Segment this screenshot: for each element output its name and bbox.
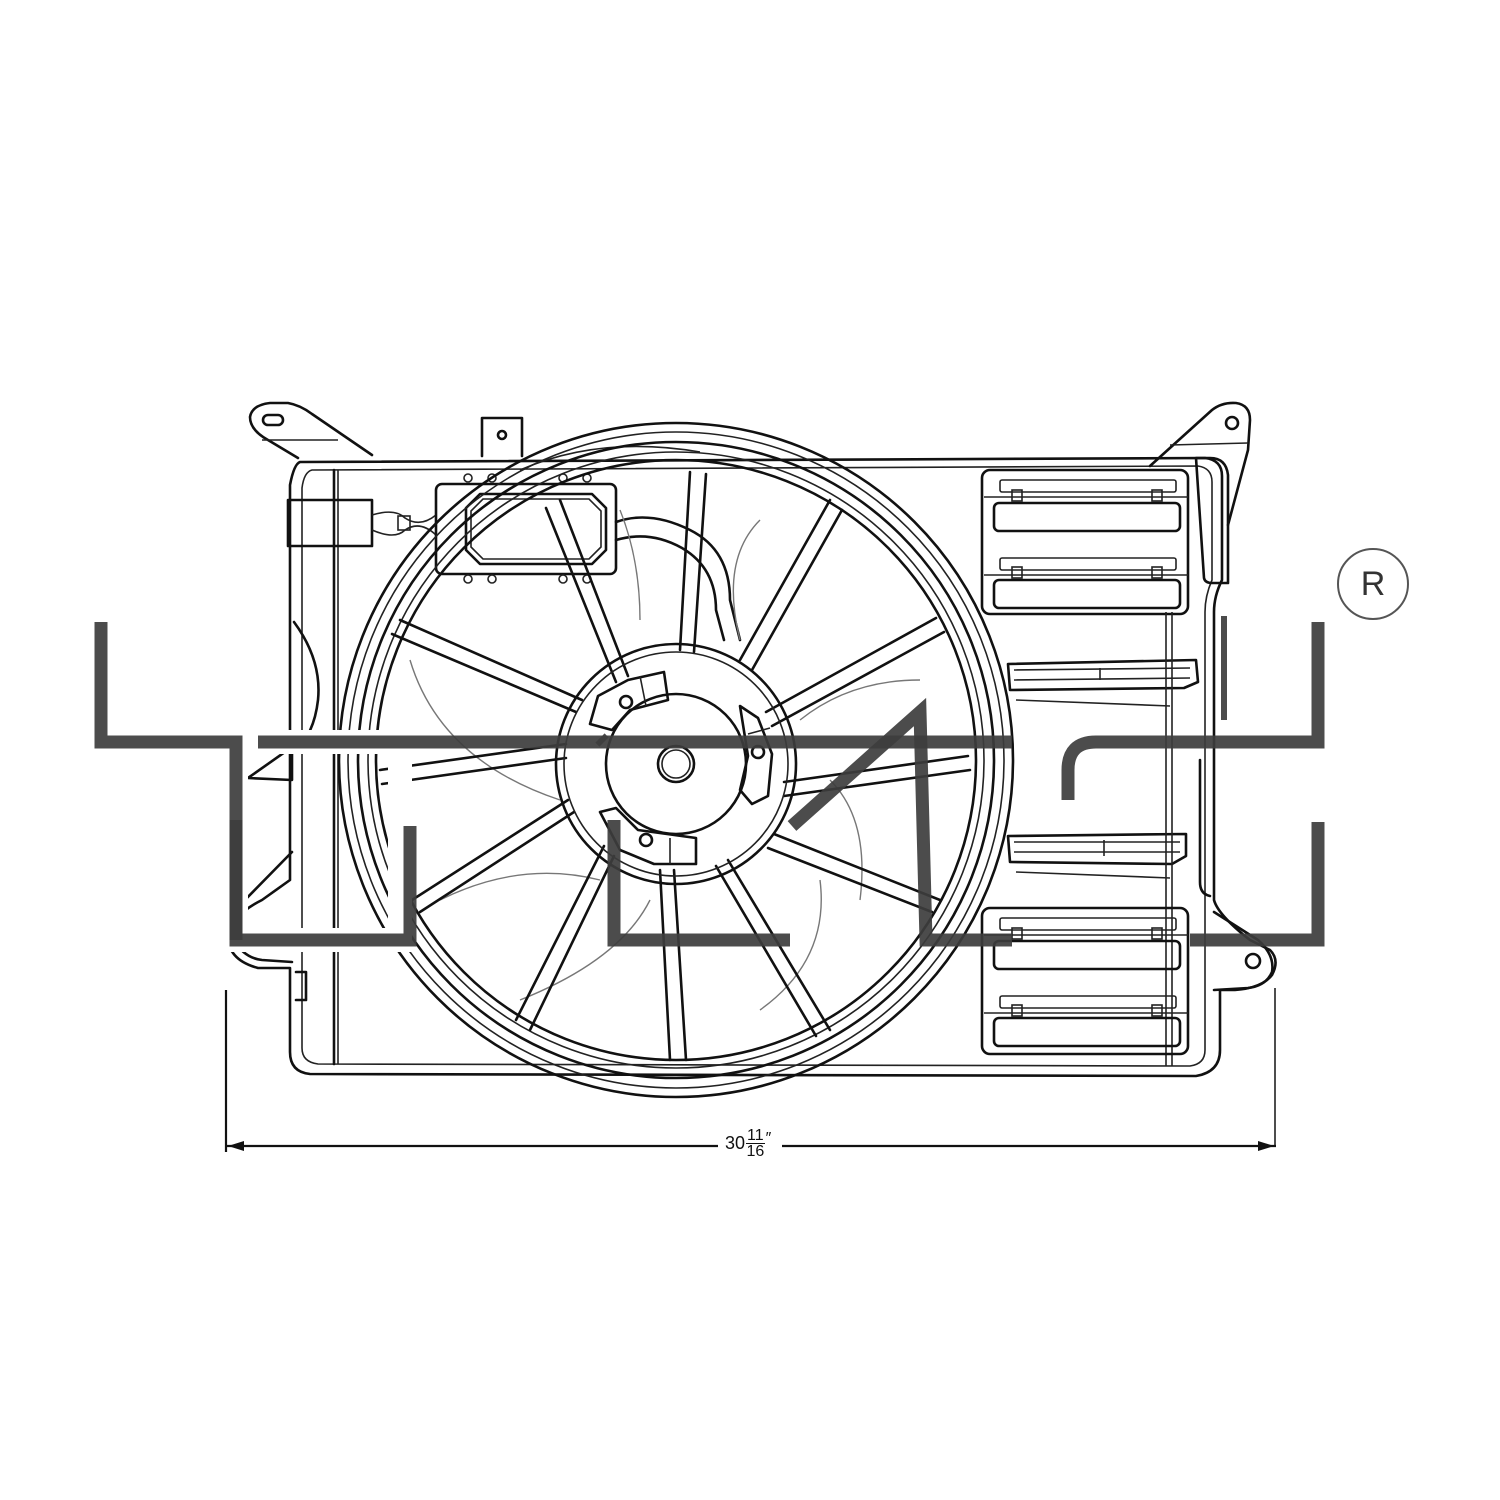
middle-louver-lower bbox=[1006, 832, 1188, 879]
middle-louver-upper bbox=[1006, 658, 1200, 707]
upper-louver-panel bbox=[980, 468, 1190, 616]
hub-mount-lug-lower-left bbox=[598, 806, 698, 866]
fan-ring bbox=[337, 421, 1015, 1099]
top-left-mount-bracket bbox=[248, 401, 374, 460]
hub-mount-lug-upper-left bbox=[588, 670, 670, 732]
overall-width-dimension bbox=[224, 990, 1276, 1152]
right-vertical-rails bbox=[1165, 612, 1212, 1066]
logo-letter-c bbox=[1061, 622, 1325, 800]
dimension-whole: 30 bbox=[725, 1133, 746, 1153]
lower-louver-panel bbox=[980, 906, 1190, 1056]
top-right-mount-bracket bbox=[1148, 401, 1252, 585]
dimension-fraction: 11 16 bbox=[746, 1127, 765, 1160]
wire-connector bbox=[286, 498, 437, 548]
top-center-tab bbox=[480, 416, 524, 458]
tyc-logo bbox=[89, 616, 1325, 952]
dimension-label: 30 11 16 ″ bbox=[722, 1127, 775, 1160]
dimension-unit: ″ bbox=[765, 1129, 772, 1147]
resistor-module bbox=[434, 445, 742, 642]
motor-hub bbox=[554, 642, 798, 886]
fan-spokes bbox=[378, 470, 972, 1062]
bottom-right-mount-bracket bbox=[1212, 910, 1276, 1145]
shroud-frame bbox=[226, 456, 1277, 1078]
logo-letter-y bbox=[607, 697, 1012, 947]
registered-trademark-mark: R bbox=[1337, 548, 1409, 620]
